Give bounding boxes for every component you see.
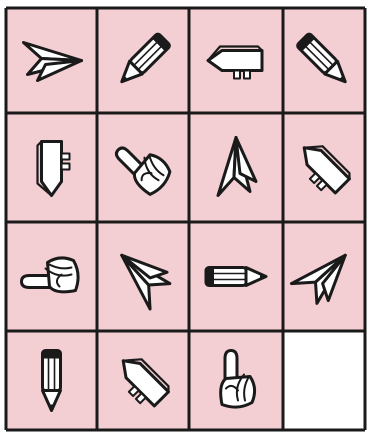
empty-cell[interactable] [283, 331, 365, 430]
